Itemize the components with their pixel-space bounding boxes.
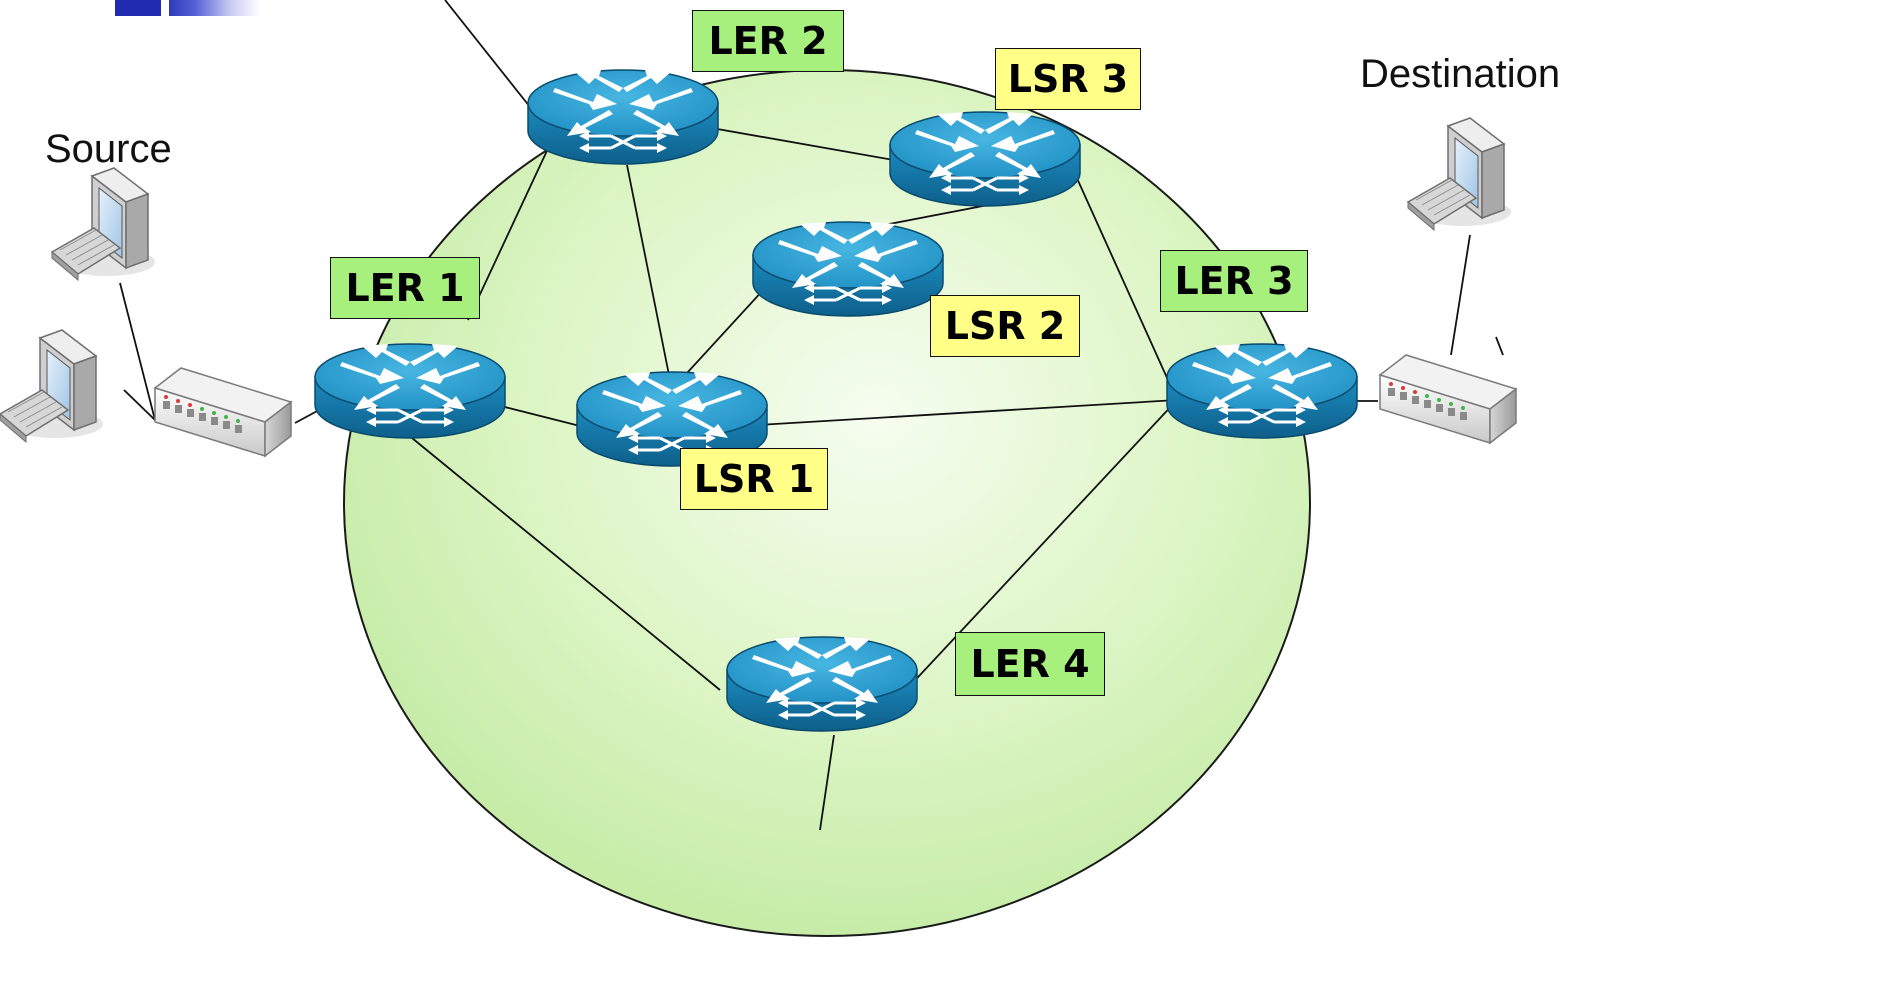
source-computer-icon[interactable] (51, 167, 156, 281)
router-lsr2-icon[interactable] (751, 220, 945, 318)
router-label-ler1: LER 1 (330, 257, 480, 319)
router-label-lsr1: LSR 1 (680, 448, 828, 510)
router-label-ler2: LER 2 (692, 10, 844, 72)
destination-label: Destination (1360, 52, 1561, 96)
link-ler4-downlink (819, 734, 835, 831)
source-switch-icon[interactable] (154, 367, 292, 457)
link-dest-pc-switch (1450, 234, 1471, 356)
router-label-lsr2: LSR 2 (930, 295, 1080, 357)
slide-corner-mark (115, 0, 260, 16)
link-ler1-ler2 (467, 139, 553, 321)
link-ler2-lsr3 (705, 126, 906, 163)
router-ler2-icon[interactable] (526, 68, 720, 166)
link-uplink-ler2 (444, 0, 531, 108)
host-computer-icon[interactable] (0, 329, 104, 443)
link-switch-right-stub (1495, 336, 1504, 356)
router-label-ler3: LER 3 (1160, 250, 1308, 312)
link-ler1-lsr1 (496, 404, 589, 429)
link-ler3-ler4 (905, 399, 1178, 691)
link-lsr1-ler3 (757, 399, 1178, 426)
link-ler2-lsr1 (626, 164, 671, 381)
link-lsr3-ler3 (1070, 164, 1178, 401)
router-ler1-icon[interactable] (313, 342, 507, 440)
router-ler4-icon[interactable] (725, 635, 919, 733)
router-label-lsr3: LSR 3 (995, 48, 1141, 110)
router-label-ler4: LER 4 (955, 632, 1105, 696)
destination-computer-icon[interactable] (1407, 117, 1512, 231)
link-pc2-switch (123, 389, 156, 421)
source-label: Source (45, 127, 172, 171)
router-ler3-icon[interactable] (1165, 342, 1359, 440)
destination-switch-icon[interactable] (1379, 354, 1517, 444)
router-lsr3-icon[interactable] (888, 110, 1082, 208)
link-lsr2-lsr1 (675, 287, 766, 386)
link-source-pc-switch (119, 282, 156, 421)
link-ler1-ler4 (411, 437, 721, 691)
network-links (119, 0, 1504, 831)
